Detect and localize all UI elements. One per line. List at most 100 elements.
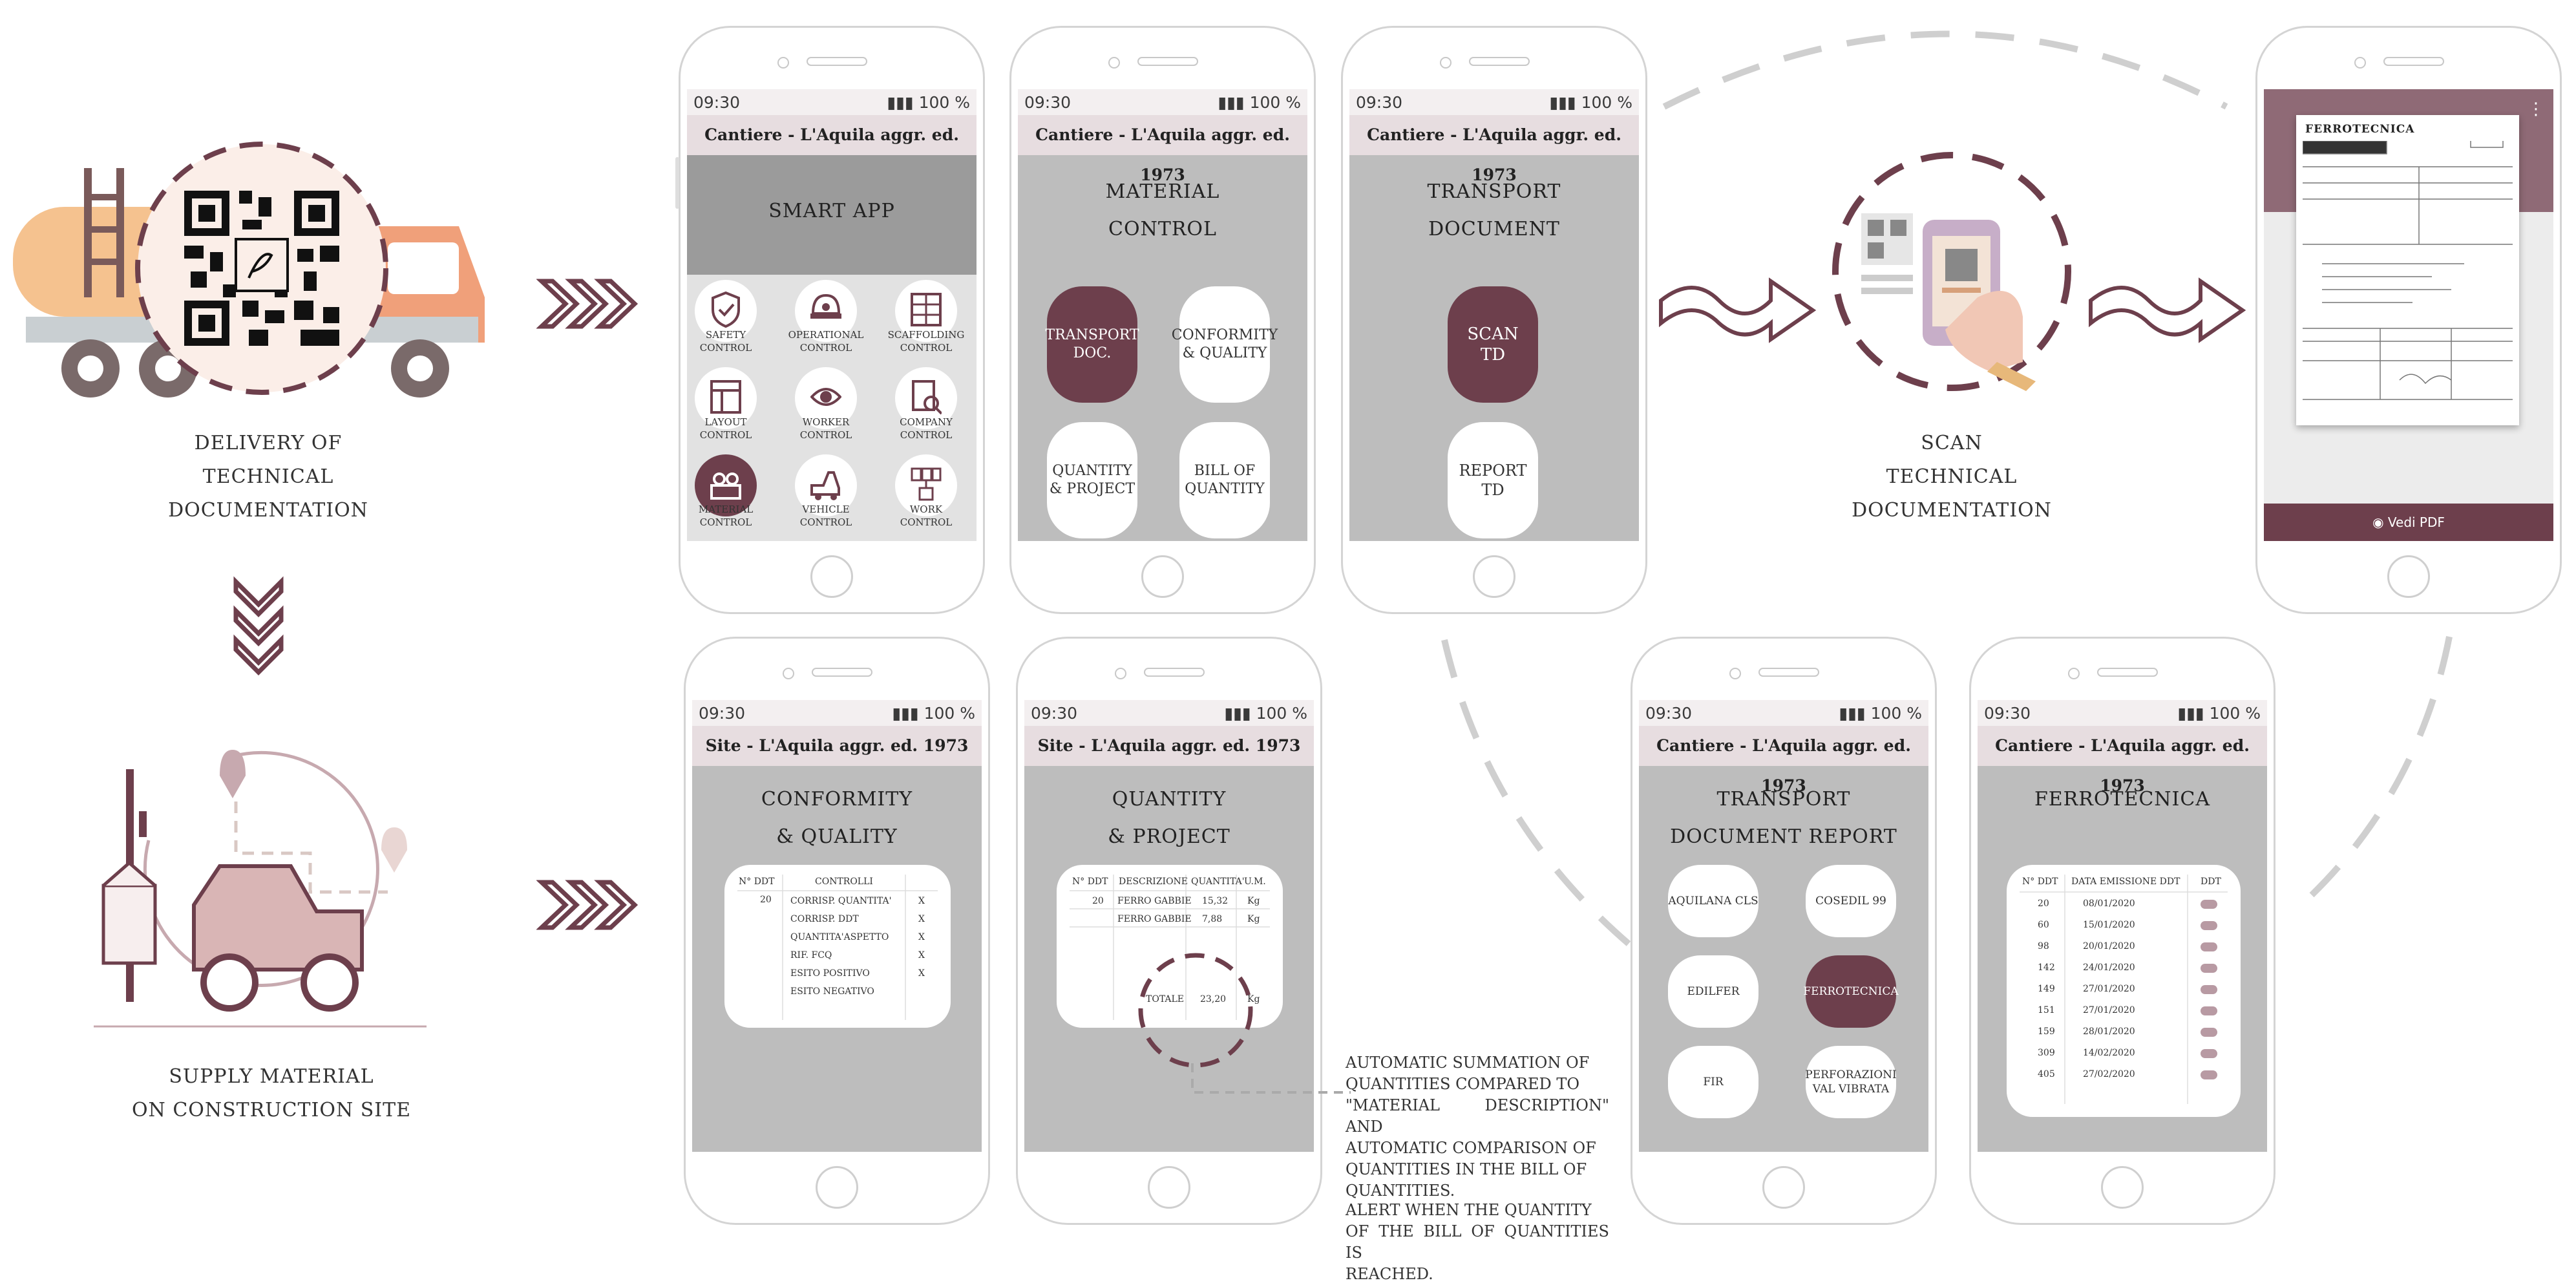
ddt-open-button[interactable] (2201, 985, 2217, 994)
title-line: DOCUMENT REPORT (1670, 825, 1897, 848)
label-line: SCAFFOLDING (887, 329, 965, 341)
status-battery: ▮▮▮ 100 % (887, 93, 970, 112)
status-battery: ▮▮▮ 100 % (1224, 704, 1307, 723)
supplier-ferrotecnica-button[interactable]: FERROTECNICA (1803, 955, 1899, 1028)
supplier-edilfer-button[interactable]: EDILFER (1668, 955, 1758, 1028)
label-line: SAFETY (705, 329, 746, 341)
table-cell: 405 (2038, 1069, 2055, 1079)
ddt-open-button[interactable] (2201, 1006, 2217, 1015)
supplier-aquilana-cls-button[interactable]: AQUILANA CLS (1668, 865, 1758, 937)
table-cell: 08/01/2020 (2083, 898, 2135, 909)
operational-control-icon[interactable] (795, 280, 857, 342)
pill-label: AQUILANA CLS (1668, 895, 1758, 908)
ddt-open-button[interactable] (2201, 1028, 2217, 1037)
label-line: OPERATIONAL (788, 329, 864, 341)
table-cell: RIF. FCQ (790, 950, 832, 961)
table-cell: X (918, 968, 925, 979)
status-bar: 09:30▮▮▮ 100 % (1018, 89, 1307, 115)
home-button[interactable] (816, 1166, 858, 1209)
pill-label: VAL VIBRATA (1812, 1083, 1890, 1096)
ddt-open-button[interactable] (2201, 964, 2217, 973)
note-line: OF THE BILL OF QUANTITIES IS (1346, 1222, 1609, 1262)
table-cell: 20 (2038, 898, 2049, 909)
ddt-open-button[interactable] (2201, 942, 2217, 951)
supplier-cosedil-button[interactable]: COSEDIL 99 (1806, 865, 1896, 937)
quantity-project-button[interactable]: QUANTITY& PROJECT (1047, 422, 1137, 538)
column-header: U.M. (1244, 876, 1266, 887)
tile-line: & PROJECT (1049, 481, 1135, 497)
controls-table-card: N° DDT CONTROLLI 20 CORRISP. QUANTITA' X… (724, 865, 951, 1028)
table-cell: 309 (2038, 1048, 2055, 1058)
total-value: 23,20 (1200, 994, 1227, 1004)
home-button[interactable] (810, 555, 853, 598)
status-bar: 09:30▮▮▮ 100 % (1639, 700, 1928, 726)
home-button[interactable] (1141, 555, 1184, 598)
company-control-icon[interactable] (895, 367, 957, 429)
material-control-icon[interactable] (695, 454, 757, 516)
pdf-document-preview[interactable]: FERROTECNICA (2296, 115, 2519, 425)
home-button[interactable] (2101, 1166, 2144, 1209)
more-icon[interactable]: ⋮ (2528, 100, 2544, 119)
work-control-icon[interactable] (895, 454, 957, 516)
title-line: & PROJECT (1108, 825, 1230, 848)
table-cell: QUANTITA'ASPETTO (790, 932, 889, 942)
table-cell: 20/01/2020 (2083, 941, 2135, 951)
layout-control-icon[interactable] (695, 367, 757, 429)
home-button[interactable] (1473, 555, 1515, 598)
phone-pdf-viewer: ⋮ FERROTECNICA ◉ Ved (2255, 26, 2562, 614)
title-line: CONTROL (1108, 218, 1217, 240)
site-header: Cantiere - L'Aquila aggr. ed. 1973 (1349, 115, 1639, 184)
quantity-table-card: N° DDT DESCRIZIONE QUANTITA' U.M. 20 FER… (1057, 865, 1283, 1028)
pill-label: EDILFER (1687, 985, 1740, 998)
ddt-open-button[interactable] (2201, 1049, 2217, 1058)
status-time: 09:30 (693, 93, 741, 112)
battery-text: 100 % (1870, 704, 1922, 723)
column-header: N° DDT (1072, 876, 1108, 887)
status-time: 09:30 (1031, 704, 1078, 723)
worker-control-icon[interactable] (795, 367, 857, 429)
phone-screen: 09:30▮▮▮ 100 % Cantiere - L'Aquila aggr.… (687, 89, 977, 541)
camera-icon (1115, 668, 1126, 679)
ddt-open-button[interactable] (2201, 1070, 2217, 1079)
note-connector (1191, 1063, 1351, 1094)
tile-line: REPORT (1459, 462, 1527, 480)
view-pdf-button[interactable]: ◉ Vedi PDF (2264, 504, 2553, 541)
safety-control-icon[interactable] (695, 280, 757, 342)
label-line: CONTROL (900, 516, 953, 528)
tile-line: QUANTITY (1185, 481, 1265, 497)
pill-label: COSEDIL 99 (1815, 895, 1886, 908)
phone-screen: 09:30▮▮▮ 100 % Cantiere - L'Aquila aggr.… (1978, 700, 2267, 1152)
phone-quantity-project: 09:30▮▮▮ 100 % Site - L'Aquila aggr. ed.… (1016, 637, 1322, 1225)
home-button[interactable] (1762, 1166, 1805, 1209)
forklift-illustration (94, 750, 427, 1028)
table-grid (2020, 875, 2228, 1104)
ddt-open-button[interactable] (2201, 921, 2217, 930)
title-line: TRANSPORT (1427, 180, 1561, 203)
home-button[interactable] (1148, 1166, 1190, 1209)
table-cell: CORRISP. DDT (790, 914, 859, 924)
conformity-quality-button[interactable]: CONFORMITY& QUALITY (1172, 286, 1278, 403)
supplier-fir-button[interactable]: FIR (1668, 1046, 1758, 1118)
vehicle-control-icon[interactable] (795, 454, 857, 516)
screen-title: FERROTECNICA (2034, 788, 2211, 811)
view-pdf-label: Vedi PDF (2387, 515, 2445, 530)
caption-line: DELIVERY OF (194, 432, 343, 454)
status-time: 09:30 (1356, 93, 1403, 112)
pill-label: FERROTECNICA (1803, 985, 1899, 998)
ddt-open-button[interactable] (2201, 900, 2217, 909)
home-button[interactable] (2387, 555, 2430, 598)
battery-text: 100 % (1581, 93, 1632, 112)
scaffolding-control-icon[interactable] (895, 280, 957, 342)
phone-screen: 09:30▮▮▮ 100 % Cantiere - L'Aquila aggr.… (1349, 89, 1639, 541)
table-cell: ESITO POSITIVO (790, 968, 870, 979)
note-line: QUANTITIES COMPARED TO (1346, 1075, 1580, 1093)
